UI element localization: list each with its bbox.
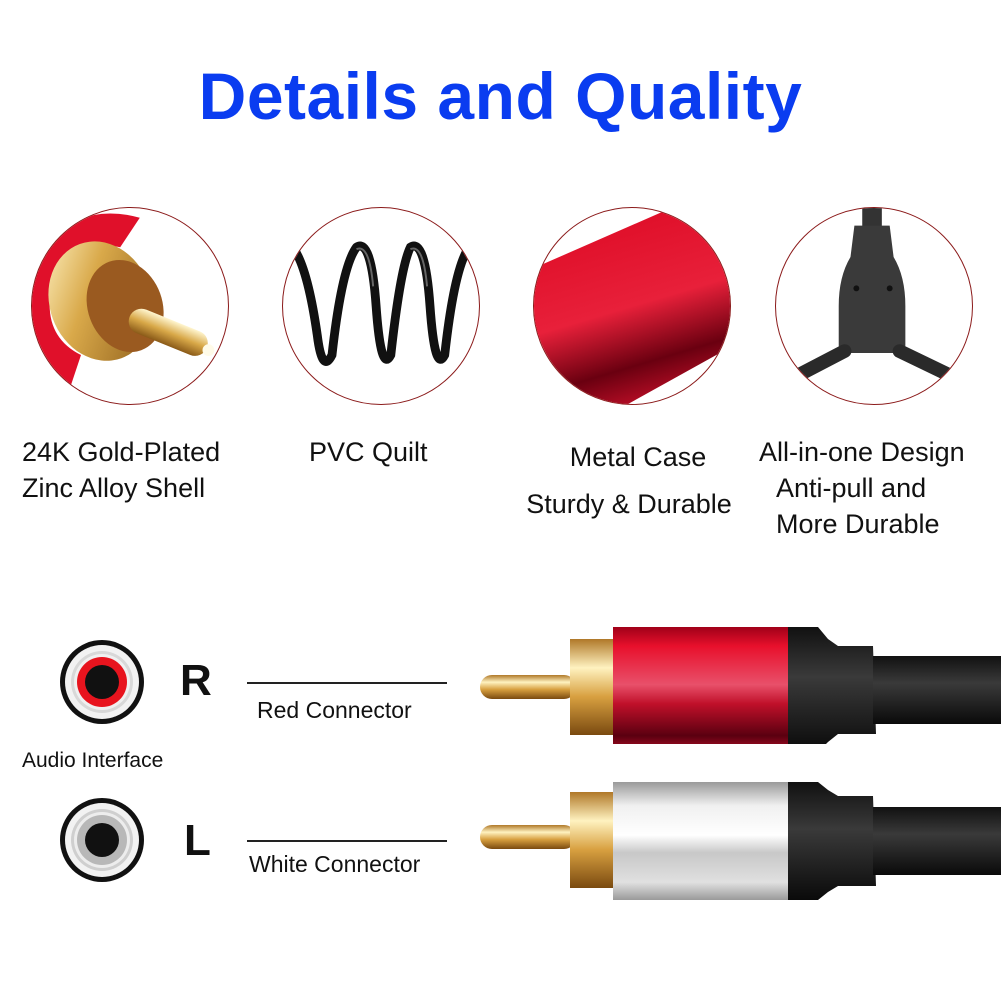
red-connector-label: Red Connector xyxy=(257,697,412,723)
feature-label-all-in-one: All-in-one Design Anti-pull and More Dur… xyxy=(759,437,965,539)
feature-image-all-in-one xyxy=(775,207,973,405)
red-jack-icon xyxy=(58,638,146,726)
y-splitter-icon xyxy=(788,208,960,384)
audio-interface-label: Audio Interface xyxy=(22,749,164,772)
red-metal-case-icon xyxy=(534,208,730,404)
feature-image-gold-plated xyxy=(31,207,229,405)
feature-label-metal-case: Metal Case Sturdy & Durable xyxy=(526,442,732,519)
left-channel-letter: L xyxy=(184,816,211,865)
page-title: Details and Quality xyxy=(198,59,803,133)
feature-image-metal-case xyxy=(533,207,731,405)
feature-image-pvc-quilt xyxy=(282,207,480,405)
feature-label-gold-plated: 24K Gold-Plated Zinc Alloy Shell xyxy=(22,437,221,503)
white-jack-icon xyxy=(58,796,146,884)
white-rca-plug-image xyxy=(478,782,1001,902)
white-connector-label: White Connector xyxy=(249,851,421,877)
red-rca-plug-image xyxy=(478,624,1001,755)
white-connector-line xyxy=(247,840,447,842)
right-channel-letter: R xyxy=(180,656,212,705)
red-connector-line xyxy=(247,682,447,684)
feature-label-pvc-quilt: PVC Quilt xyxy=(309,437,428,467)
coiled-cable-icon xyxy=(288,241,474,366)
gold-plug-tip-icon xyxy=(32,213,215,385)
